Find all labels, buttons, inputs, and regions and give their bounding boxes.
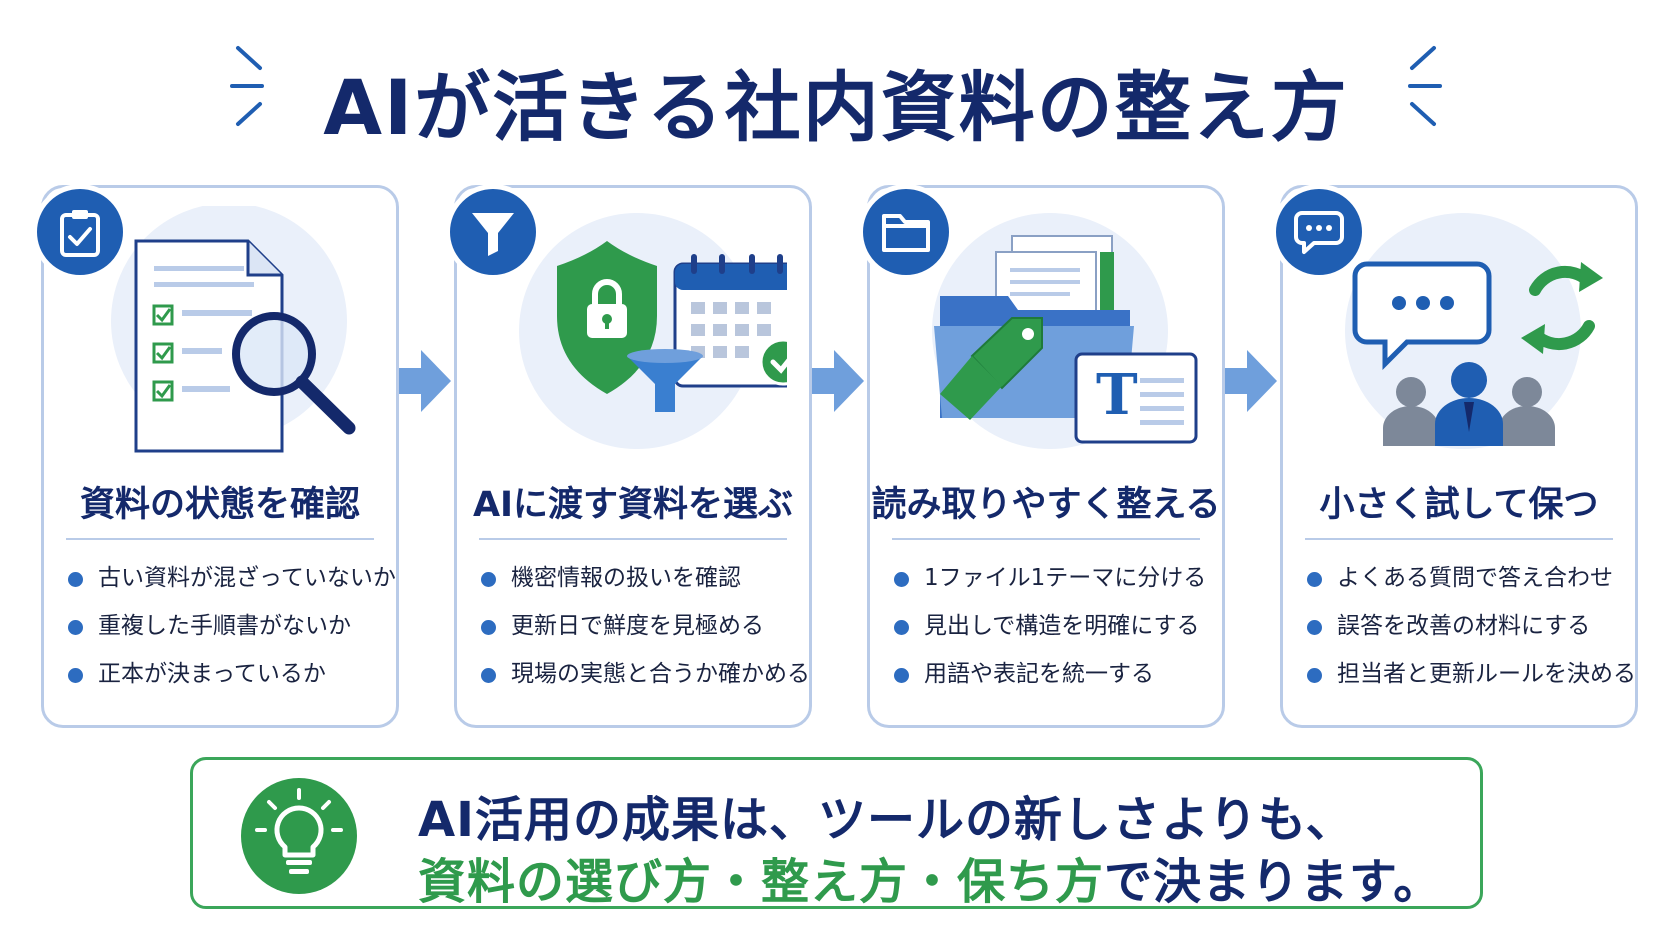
step-title: AIに渡す資料を選ぶ (472, 485, 794, 525)
list-item: 重複した手順書がないか (68, 608, 396, 656)
lightbulb-icon (241, 778, 357, 894)
summary-box: AI活用の成果は、ツールの新しさよりも、 資料の選び方・整え方・保ち方で決まりま… (190, 757, 1483, 912)
arrow-right-icon (812, 350, 864, 412)
list-item: 用語や表記を統一する (894, 656, 1206, 704)
bullet-list: よくある質問で答え合わせ 誤答を改善の材料にする 担当者と更新ルールを決める (1307, 560, 1636, 704)
folder-icon (858, 184, 954, 280)
list-item: よくある質問で答え合わせ (1307, 560, 1636, 608)
list-item: 1ファイル1テーマに分ける (894, 560, 1206, 608)
list-item: 現場の実態と合うか確かめる (481, 656, 810, 704)
divider (1305, 538, 1613, 540)
list-item: 誤答を改善の材料にする (1307, 608, 1636, 656)
list-item: 古い資料が混ざっていないか (68, 560, 396, 608)
summary-text-line1: AI活用の成果は、ツールの新しさよりも、 (418, 792, 1355, 848)
divider (892, 538, 1200, 540)
page-title: AIが活きる社内資料の整え方 (323, 63, 1349, 152)
shield-funnel-calendar-illustration (519, 213, 787, 449)
arrow-right-icon (1225, 350, 1277, 412)
list-item: 担当者と更新ルールを決める (1307, 656, 1636, 704)
summary-highlight: 資料の選び方・整え方・保ち方 (418, 854, 1105, 910)
step-card-4: 小さく試して保つ よくある質問で答え合わせ 誤答を改善の材料にする 担当者と更新… (1271, 184, 1638, 728)
list-item: 機密情報の扱いを確認 (481, 560, 810, 608)
list-item: 正本が決まっているか (68, 656, 396, 704)
divider (479, 538, 787, 540)
summary-text-line2: 資料の選び方・整え方・保ち方で決まります。 (418, 842, 1442, 912)
svg-text:T: T (1096, 362, 1138, 428)
title-accent-right-icon (1408, 46, 1442, 126)
step-title: 読み取りやすく整える (871, 485, 1221, 525)
step-card-3: T 読み取りやすく整える 1ファイル1テーマに分ける 見出しで構造を明確にする … (858, 184, 1225, 728)
title-accent-left-icon (230, 46, 264, 126)
chat-bubble-icon (1271, 184, 1367, 280)
divider (66, 538, 374, 540)
bullet-list: 古い資料が混ざっていないか 重複した手順書がないか 正本が決まっているか (68, 560, 396, 704)
folder-tag-text-illustration: T (932, 213, 1198, 449)
list-item: 更新日で鮮度を見極める (481, 608, 810, 656)
bullet-list: 1ファイル1テーマに分ける 見出しで構造を明確にする 用語や表記を統一する (894, 560, 1206, 704)
step-card-1: 資料の状態を確認 古い資料が混ざっていないか 重複した手順書がないか 正本が決ま… (32, 184, 399, 728)
title-area: AIが活きる社内資料の整え方 (0, 38, 1672, 152)
chat-refresh-team-illustration (1345, 213, 1603, 449)
summary-rest: で決まります。 (1104, 854, 1443, 910)
step-title: 小さく試して保つ (1319, 485, 1599, 525)
document-magnifier-illustration (111, 206, 356, 453)
arrow-right-icon (399, 350, 451, 412)
bullet-list: 機密情報の扱いを確認 更新日で鮮度を見極める 現場の実態と合うか確かめる (481, 560, 810, 704)
funnel-icon (445, 184, 541, 280)
clipboard-check-icon (32, 184, 128, 280)
list-item: 見出しで構造を明確にする (894, 608, 1206, 656)
step-card-2: AIに渡す資料を選ぶ 機密情報の扱いを確認 更新日で鮮度を見極める 現場の実態と… (445, 184, 812, 728)
step-title: 資料の状態を確認 (79, 485, 360, 525)
